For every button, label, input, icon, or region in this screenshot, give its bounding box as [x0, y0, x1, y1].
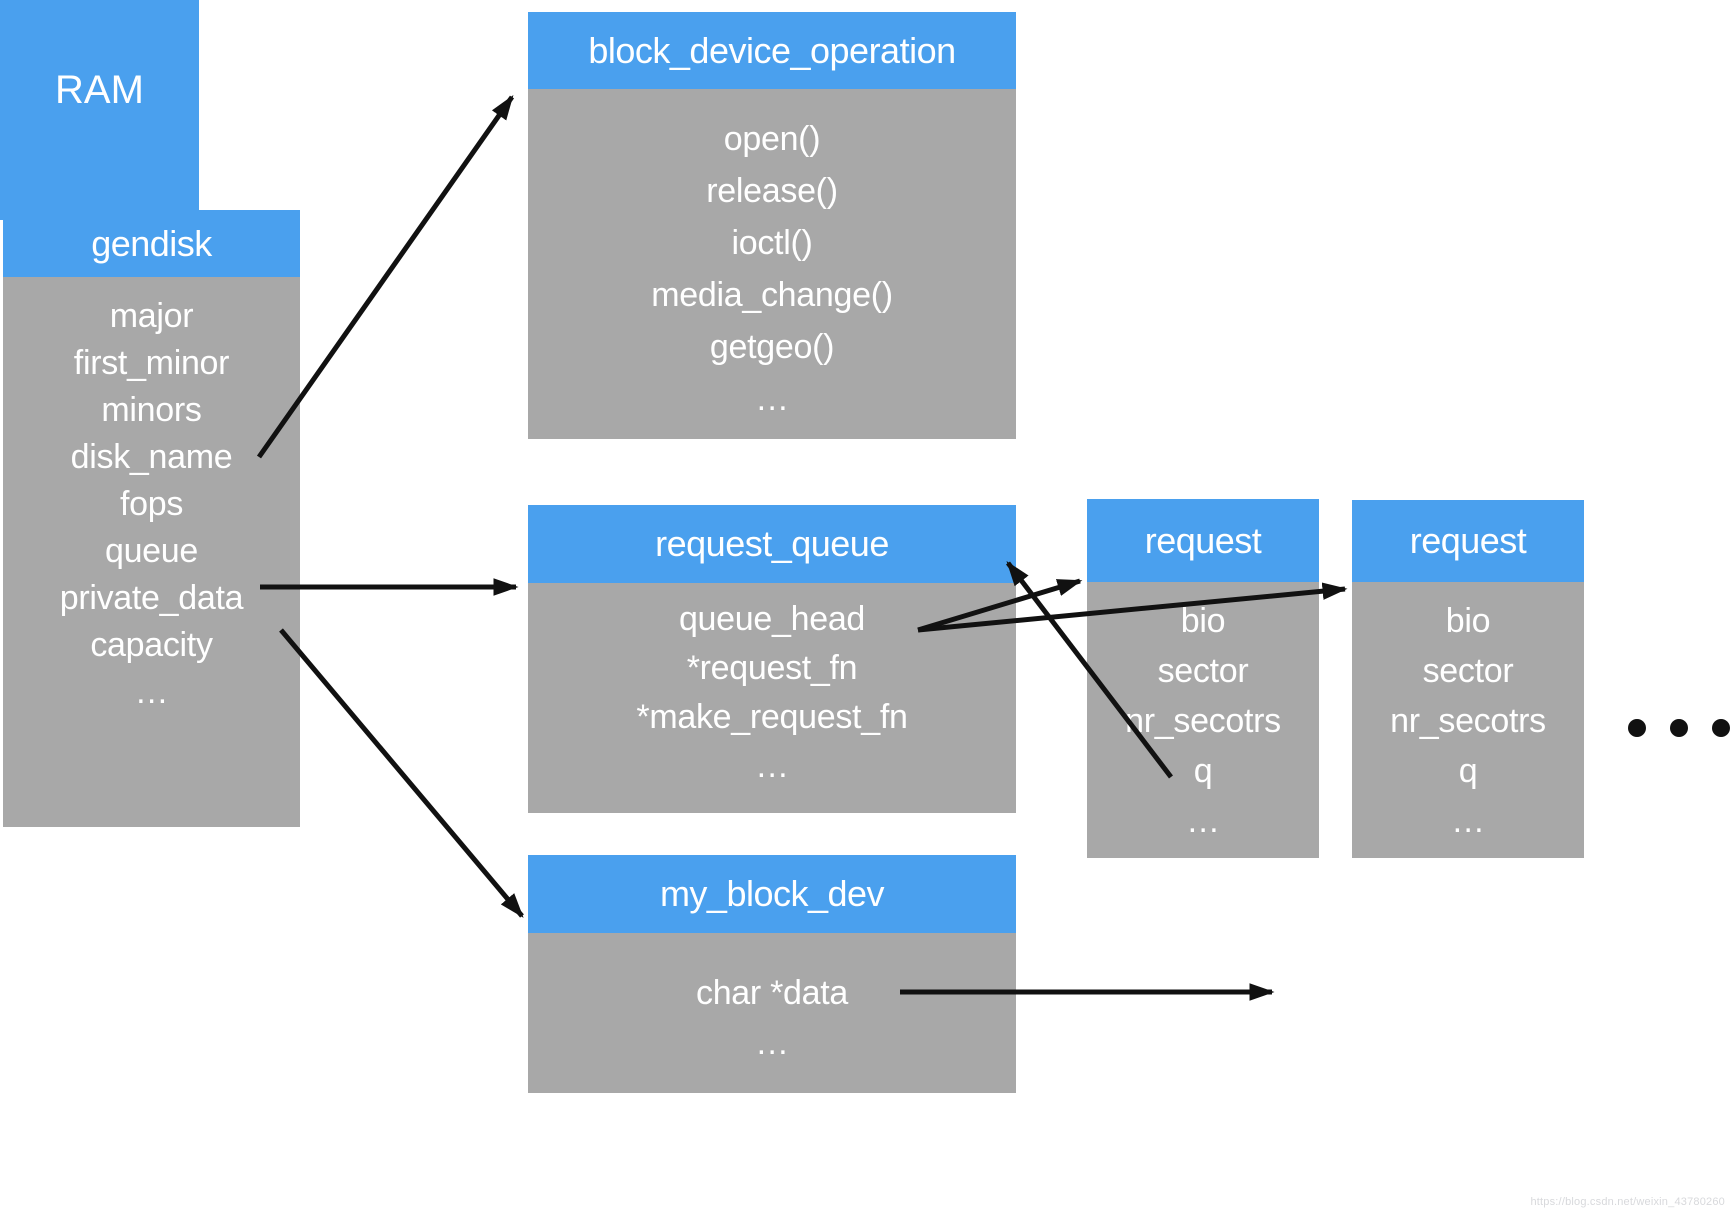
my-block-dev-body: char *data …: [528, 933, 1016, 1093]
field-queue-head: queue_head: [678, 600, 866, 638]
field-minors: minors: [101, 391, 202, 429]
field-ellipsis: …: [1186, 802, 1220, 840]
field-sector: sector: [1157, 652, 1249, 690]
field-release: release(): [706, 172, 838, 210]
field-make-request-fn: *make_request_fn: [636, 698, 908, 736]
field-media-change: media_change(): [651, 276, 893, 314]
field-nr-secotrs: nr_secotrs: [1390, 702, 1546, 740]
struct-box-request-1: request bio sector nr_secotrs q …: [1087, 499, 1319, 858]
struct-box-gendisk: gendisk major first_minor minors disk_na…: [3, 210, 300, 827]
request-2-body: bio sector nr_secotrs q …: [1352, 582, 1584, 858]
field-char-data: char *data: [696, 974, 848, 1012]
field-q: q: [1458, 752, 1478, 790]
block-device-operation-title: block_device_operation: [528, 12, 1016, 89]
field-ellipsis: …: [134, 673, 169, 711]
more-requests-ellipsis: [1628, 719, 1730, 737]
field-sector: sector: [1422, 652, 1514, 690]
field-major: major: [109, 297, 194, 335]
dot: [1712, 719, 1730, 737]
gendisk-title: gendisk: [3, 210, 300, 277]
field-private-data: private_data: [59, 579, 244, 617]
dot: [1670, 719, 1688, 737]
field-bio: bio: [1445, 602, 1491, 640]
field-capacity: capacity: [90, 626, 213, 664]
dot: [1628, 719, 1646, 737]
struct-box-request-queue: request_queue queue_head *request_fn *ma…: [528, 505, 1016, 813]
field-q: q: [1193, 752, 1213, 790]
struct-box-block-device-operation: block_device_operation open() release() …: [528, 12, 1016, 439]
field-getgeo: getgeo(): [709, 328, 835, 366]
struct-box-request-2: request bio sector nr_secotrs q …: [1352, 500, 1584, 858]
field-ellipsis: …: [755, 747, 789, 785]
field-ellipsis: …: [755, 380, 789, 418]
field-ellipsis: …: [755, 1024, 789, 1062]
field-bio: bio: [1180, 602, 1226, 640]
gendisk-body: major first_minor minors disk_name fops …: [3, 277, 300, 827]
struct-box-my-block-dev: my_block_dev char *data …: [528, 855, 1016, 1093]
arrow-private-data-to-my-block-dev: [279, 628, 524, 918]
field-nr-secotrs: nr_secotrs: [1125, 702, 1281, 740]
watermark: https://blog.csdn.net/weixin_43780260: [1530, 1196, 1725, 1208]
request-2-title: request: [1352, 500, 1584, 582]
request-1-title: request: [1087, 499, 1319, 582]
request-queue-title: request_queue: [528, 505, 1016, 583]
request-1-body: bio sector nr_secotrs q …: [1087, 582, 1319, 858]
block-device-operation-body: open() release() ioctl() media_change() …: [528, 89, 1016, 439]
field-first-minor: first_minor: [73, 344, 230, 382]
field-queue: queue: [104, 532, 199, 570]
field-ioctl: ioctl(): [731, 224, 813, 262]
field-open: open(): [723, 120, 821, 158]
field-request-fn: *request_fn: [686, 649, 858, 687]
ram-box: RAM: [0, 0, 199, 220]
field-disk-name: disk_name: [70, 438, 233, 476]
my-block-dev-title: my_block_dev: [528, 855, 1016, 933]
field-ellipsis: …: [1451, 802, 1485, 840]
request-queue-body: queue_head *request_fn *make_request_fn …: [528, 583, 1016, 813]
field-fops: fops: [119, 485, 184, 523]
